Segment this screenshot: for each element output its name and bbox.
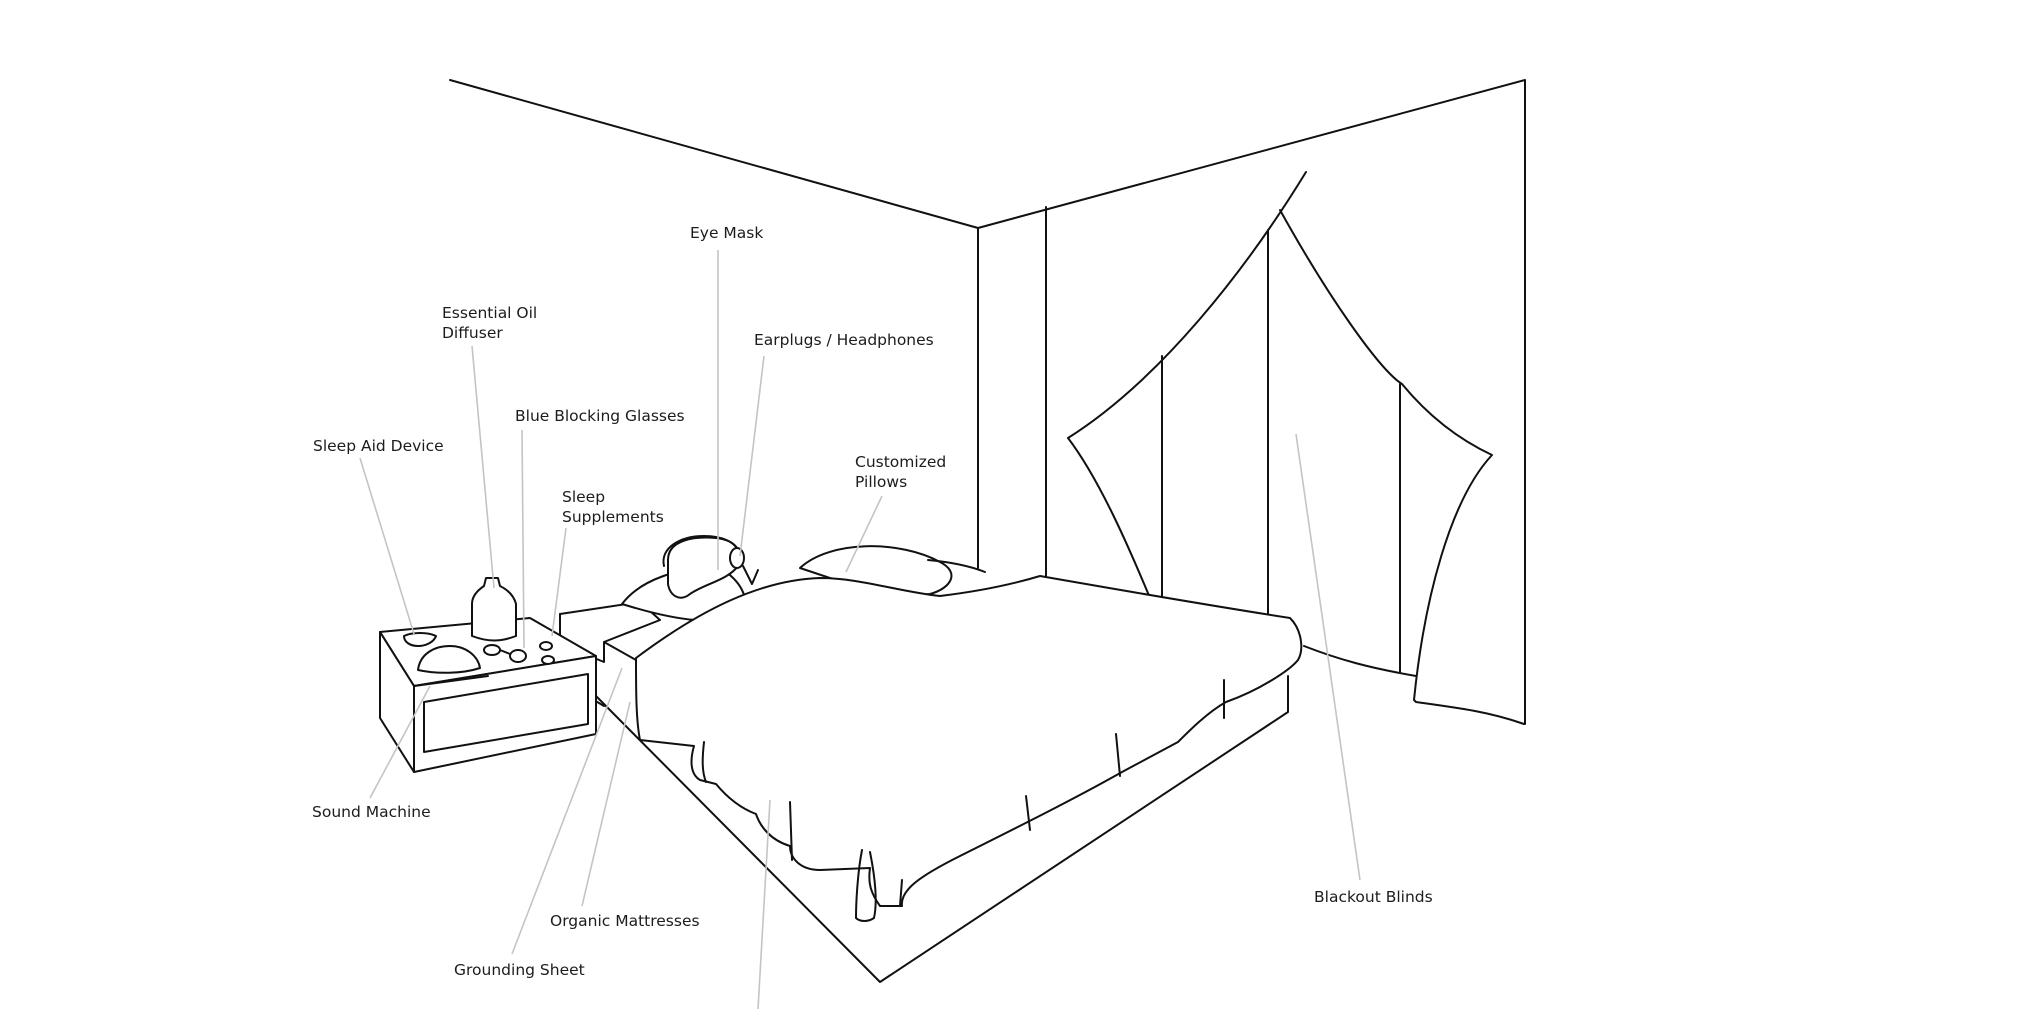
label-sleep-aid-device: Sleep Aid Device: [313, 437, 444, 455]
leader-pillows: [845, 495, 883, 573]
duvet-body: [635, 575, 1303, 907]
leader-sound-machine: [369, 685, 431, 799]
duvet: [635, 575, 1303, 922]
label-essential-oil-diffuser: Essential Oil Diffuser: [442, 304, 538, 342]
platform-base: [595, 675, 1289, 983]
ceiling-lines: [449, 79, 1526, 725]
nightstand-top-edge: [413, 675, 489, 687]
duvet-fold-2: [789, 801, 793, 861]
leader-blackout-blinds: [1295, 433, 1361, 881]
sleep-aid-device-icon: [403, 632, 437, 647]
duvet-fold-1: [701, 741, 707, 783]
duvet-fold-5: [1115, 733, 1121, 777]
leader-grounding-sheet: [511, 667, 623, 955]
glasses-lens-right: [509, 649, 527, 663]
supplement-pill-1: [539, 641, 553, 651]
label-grounding-sheet: Grounding Sheet: [454, 961, 585, 979]
leader-lines: [359, 250, 1361, 1010]
leader-sleep-aid: [359, 457, 415, 635]
essential-oil-diffuser-icon: [471, 577, 517, 642]
pillow-right: [799, 545, 953, 599]
label-customized-pillows: Customized Pillows: [855, 453, 947, 491]
curtain-bottom-fold: [1303, 645, 1417, 677]
headphones-band: [662, 535, 739, 567]
duvet-fold-4: [1025, 795, 1031, 831]
label-earplugs-headphones: Earplugs / Headphones: [754, 331, 934, 349]
leader-supplements: [551, 527, 567, 637]
glasses-lens-left: [483, 644, 501, 656]
room-walls: [449, 79, 1526, 725]
label-organic-mattresses: Organic Mattresses: [550, 912, 700, 930]
label-blue-blocking-glasses: Blue Blocking Glasses: [515, 407, 685, 425]
glasses-bridge: [499, 649, 511, 655]
leader-glasses: [521, 429, 525, 649]
label-sound-machine: Sound Machine: [312, 803, 431, 821]
earplug-icon: [729, 547, 745, 569]
label-eye-mask: Eye Mask: [690, 224, 764, 242]
curtain-left-edge: [1067, 171, 1307, 599]
duvet-fold-3: [855, 849, 877, 922]
leader-earplugs: [739, 355, 765, 557]
curtain-right-edge: [1279, 209, 1525, 725]
earplug-cord: [742, 565, 759, 585]
leader-mattress: [581, 701, 631, 907]
nightstand-drawer: [423, 673, 589, 753]
nightstand-objects: [403, 577, 555, 674]
label-blackout-blinds: Blackout Blinds: [1314, 888, 1433, 906]
eye-mask-and-headphones: [662, 535, 759, 599]
pillow-corner: [927, 559, 986, 573]
sound-machine-icon: [417, 645, 481, 674]
leader-diffuser: [471, 345, 495, 589]
label-sleep-supplements: Sleep Supplements: [562, 488, 664, 526]
duvet-fold-7: [899, 879, 903, 907]
blackout-blinds: [1067, 171, 1525, 725]
leader-bottom: [757, 799, 771, 1010]
supplement-pill-2: [541, 655, 555, 665]
